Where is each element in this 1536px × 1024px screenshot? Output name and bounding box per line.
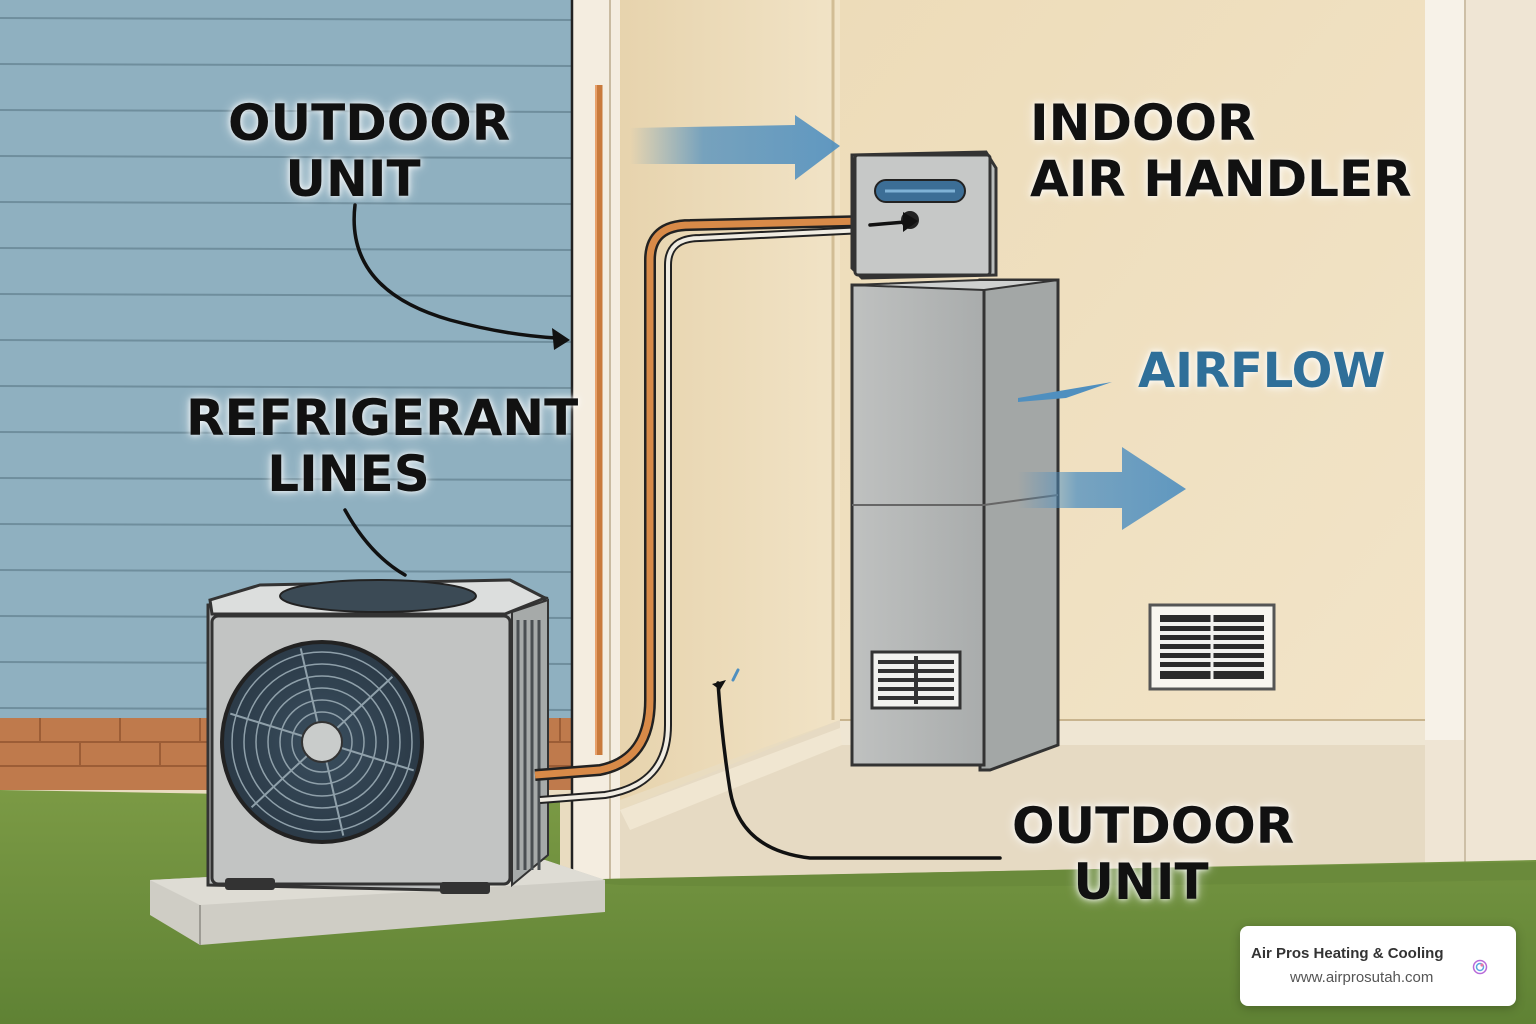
- label-indoor-air-handler: INDOOR AIR HANDLER: [1030, 94, 1412, 208]
- label-outdoor-unit-bottom: OUTDOOR UNIT: [1012, 797, 1295, 911]
- arrowhead-outdoor-unit-top: [552, 328, 570, 350]
- brand-logo-icon: [1472, 959, 1488, 975]
- airflow-arrow-top: [630, 115, 840, 180]
- label-outdoor-unit-top: OUTDOOR UNIT: [228, 94, 511, 208]
- outdoor-condenser: [206, 578, 549, 894]
- refrigerant-lines: [534, 214, 909, 804]
- arrowhead-indoor-air-handler: [903, 212, 918, 232]
- brand-url[interactable]: www.airprosutah.com: [1290, 969, 1434, 986]
- airflow-pointer: [1018, 382, 1112, 402]
- brand-name: Air Pros Heating & Cooling: [1251, 945, 1444, 962]
- label-refrigerant-lines: REFRIGERANT LINES: [186, 389, 579, 503]
- leader-refrigerant-lines: [343, 508, 407, 577]
- leader-outdoor-unit-top: [352, 203, 558, 340]
- wall-vent: [1148, 603, 1276, 691]
- airflow-arrow-right: [1018, 447, 1186, 530]
- brand-card[interactable]: Air Pros Heating & Cooling www.airprosut…: [1240, 926, 1516, 1006]
- airflow-arrows: [630, 115, 1186, 530]
- leader-lines: [343, 203, 1002, 860]
- leader-indoor-air-handler: [868, 220, 907, 227]
- leader-outdoor-unit-bottom: [716, 681, 1002, 860]
- label-airflow: AIRFLOW: [1138, 343, 1386, 399]
